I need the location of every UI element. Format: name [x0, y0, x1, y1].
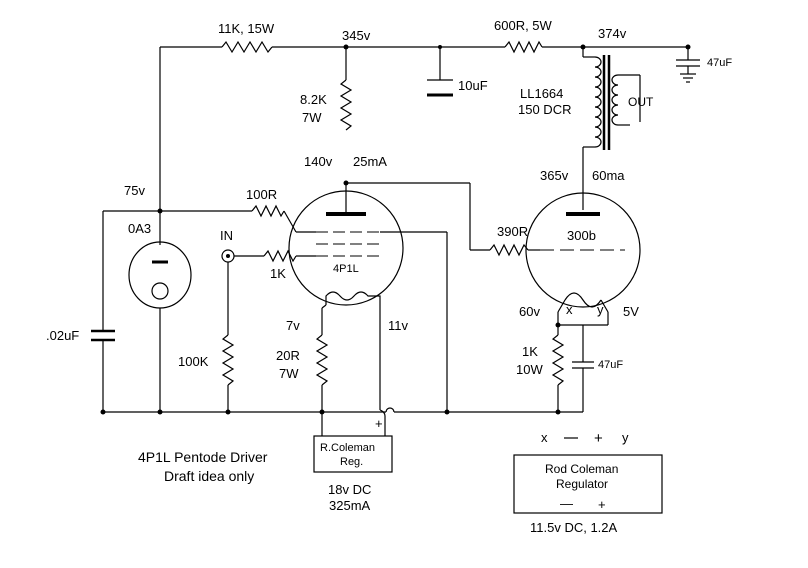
resistor-100r — [251, 204, 285, 218]
label-reg2-plus2: + — [598, 497, 606, 512]
resistor-20r — [315, 334, 329, 386]
label-reg1-b: Reg. — [340, 456, 363, 468]
label-v-7: 7v — [286, 318, 300, 333]
plate-to-300b — [346, 182, 540, 257]
label-r-8k2-a: 8.2K — [300, 92, 327, 107]
label-c-47-top: 47uF — [707, 57, 732, 69]
resistor-100k — [221, 334, 235, 386]
resistor-11k — [221, 40, 273, 54]
label-c-02: .02uF — [46, 328, 79, 343]
label-r-100k: 100K — [178, 354, 209, 369]
label-v-140: 140v — [304, 154, 333, 169]
label-r-1k-cath-a: 1K — [522, 344, 538, 359]
resistor-1k-grid — [263, 249, 297, 263]
label-note-a: 4P1L Pentode Driver — [138, 449, 268, 465]
label-v-345: 345v — [342, 28, 371, 43]
label-v-5: 5V — [623, 304, 639, 319]
label-plus-small: + — [375, 416, 383, 431]
label-reg2-spec: 11.5v DC, 1.2A — [530, 520, 618, 535]
tube-300b — [525, 192, 641, 313]
label-v-60: 60v — [519, 304, 540, 319]
label-r-11k: 11K, 15W — [218, 21, 275, 36]
label-v-374: 374v — [598, 26, 627, 41]
top-rail — [160, 40, 691, 54]
tube-4p1l — [288, 183, 404, 306]
cap-10uf — [427, 47, 453, 97]
resistor-390r — [489, 243, 529, 257]
resistor-8k2 — [339, 47, 353, 131]
resistor-600r — [504, 40, 543, 54]
cap-47uf-top — [676, 47, 700, 83]
label-c-47-cath: 47uF — [598, 359, 623, 371]
label-r-20-b: 7W — [279, 366, 299, 381]
label-reg1-i: 325mA — [329, 498, 371, 513]
label-reg2-y: y — [622, 430, 629, 445]
label-i-25: 25mA — [353, 154, 387, 169]
output-transformer — [582, 47, 641, 210]
reg-small — [313, 435, 393, 473]
label-tube-driver: 4P1L — [333, 263, 359, 275]
ground-rail — [100, 407, 583, 415]
label-r-100: 100R — [246, 187, 277, 202]
label-out: OUT — [628, 95, 654, 109]
label-r-20-a: 20R — [276, 348, 300, 363]
label-xfmr: LL1664 — [520, 86, 563, 101]
g3-return — [380, 231, 448, 412]
oa3-regulator — [91, 47, 192, 412]
label-v-365: 365v — [540, 168, 569, 183]
label-reg2-minus: — — [560, 496, 573, 511]
label-v-75: 75v — [124, 183, 145, 198]
label-r-600: 600R, 5W — [494, 18, 553, 33]
output-cathode — [551, 312, 609, 412]
resistor-1k-cathode — [551, 334, 565, 386]
label-r-390: 390R — [497, 224, 528, 239]
input-grid — [221, 249, 316, 412]
label-reg2-a: Rod Coleman — [545, 462, 618, 476]
label-v-11: 11v — [388, 318, 408, 333]
label-note-b: Draft idea only — [164, 468, 254, 484]
label-reg1-a: R.Coleman — [320, 442, 375, 454]
label-fil-x: x — [566, 302, 573, 317]
label-xfmr-dcr: 150 DCR — [518, 102, 571, 117]
reg-large — [513, 454, 663, 514]
label-r-1k-cath-b: 10W — [516, 362, 543, 377]
label-fil-y: y — [597, 302, 604, 317]
label-reg2-plus: + — [594, 430, 603, 447]
label-r-8k2-b: 7W — [302, 110, 322, 125]
label-i-60: 60ma — [592, 168, 625, 183]
label-tube-output: 300b — [567, 228, 596, 243]
screen-feed — [160, 204, 316, 233]
label-reg2-b: Regulator — [556, 477, 608, 491]
label-reg2-x: x — [541, 430, 548, 445]
label-r-1k-grid: 1K — [270, 266, 286, 281]
label-in: IN — [220, 228, 233, 243]
label-c-10: 10uF — [458, 78, 488, 93]
label-reg1-v: 18v DC — [328, 482, 371, 497]
label-oa3: 0A3 — [128, 221, 151, 236]
